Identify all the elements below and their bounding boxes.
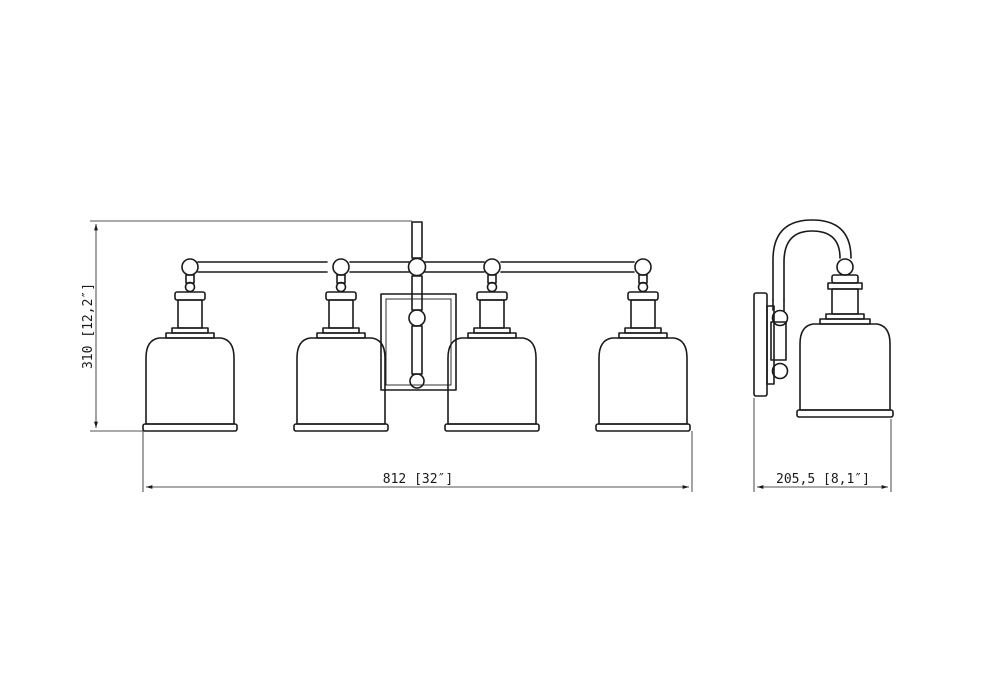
- side-arm: [770, 219, 852, 380]
- side-lamp: [796, 258, 894, 418]
- lamp-1: [142, 258, 238, 432]
- width-dimension: 812 [32″]: [142, 431, 693, 492]
- height-dimension: 310 [12,2″]: [81, 220, 412, 432]
- side-view: 205,5 [8,1″]: [753, 219, 894, 492]
- lamp-2: [293, 258, 389, 432]
- lamp-4: [595, 258, 691, 432]
- depth-dimension: 205,5 [8,1″]: [753, 398, 892, 492]
- height-dimension-label: 310 [12,2″]: [81, 283, 96, 369]
- lamp-3: [444, 258, 540, 432]
- crossbar: [197, 261, 635, 273]
- depth-dimension-label: 205,5 [8,1″]: [776, 472, 870, 487]
- center-spine: [407, 221, 427, 389]
- front-view: 310 [12,2″] 812 [32″]: [81, 220, 693, 492]
- side-wall-plate: [753, 292, 775, 397]
- width-dimension-label: 812 [32″]: [383, 472, 453, 487]
- backplate: [380, 293, 457, 391]
